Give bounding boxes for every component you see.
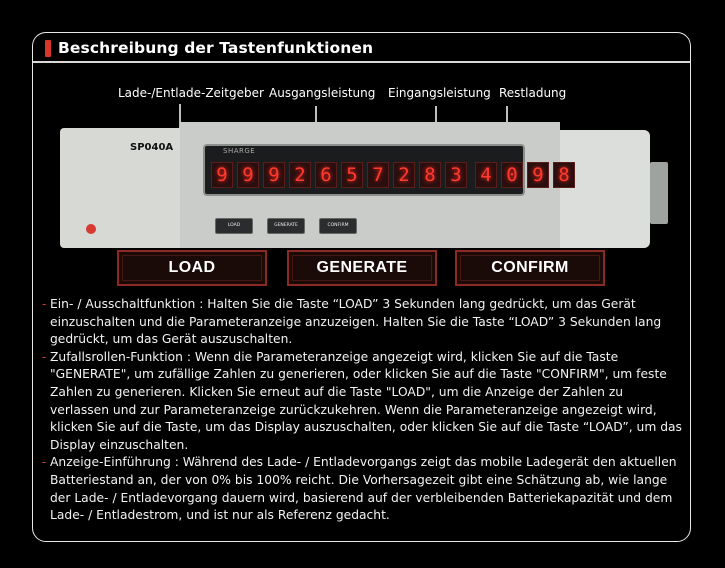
device-left-housing: SP040A	[60, 128, 180, 248]
display-digit: 9	[263, 162, 285, 188]
device-grip	[650, 162, 668, 224]
display-digit: 9	[527, 162, 549, 188]
header-divider	[33, 61, 690, 63]
display-digit: 8	[419, 162, 441, 188]
display-digit: 2	[289, 162, 311, 188]
description-text-display: Anzeige-Einführung : Während des Lade- /…	[50, 455, 677, 523]
device-display-tag: SHARGE	[223, 147, 256, 155]
display-digit: 4	[475, 162, 497, 188]
display-digit: 2	[393, 162, 415, 188]
display-digit: 3	[445, 162, 467, 188]
load-button-label: LOAD	[168, 259, 216, 276]
header: Beschreibung der Tastenfunktionen	[33, 33, 690, 63]
confirm-button[interactable]: CONFIRM	[455, 250, 605, 286]
description-item: -Anzeige-Einführung : Während des Lade- …	[42, 454, 682, 524]
display-digit: 8	[553, 162, 575, 188]
description-item: -Ein- / Ausschaltfunktion : Halten Sie d…	[42, 296, 682, 349]
bullet-dash: -	[42, 297, 47, 311]
device-button-row: LOAD GENERATE CONFIRM	[215, 218, 357, 234]
description-text-power: Ein- / Ausschaltfunktion : Halten Sie di…	[50, 297, 662, 347]
display-digit: 9	[237, 162, 259, 188]
bullet-dash: -	[42, 455, 47, 470]
confirm-button-label: CONFIRM	[491, 259, 569, 276]
display-digit: 5	[341, 162, 363, 188]
device-model-label: SP040A	[130, 142, 174, 153]
device-confirm-button: CONFIRM	[319, 218, 357, 234]
function-description: -Ein- / Ausschaltfunktion : Halten Sie d…	[42, 296, 682, 525]
bullet-dash: -	[42, 349, 47, 364]
device-right-housing	[560, 130, 650, 248]
description-text-random: Zufallsrollen-Funktion : Wenn die Parame…	[50, 349, 682, 452]
description-item: -Zufallsrollen-Funktion : Wenn die Param…	[42, 349, 682, 455]
generate-button[interactable]: GENERATE	[287, 250, 437, 286]
page-title: Beschreibung der Tastenfunktionen	[58, 39, 374, 57]
device-generate-button: GENERATE	[267, 218, 305, 234]
device-red-button-icon	[86, 224, 96, 234]
content-frame: Beschreibung der Tastenfunktionen	[32, 32, 691, 542]
display-digit: 6	[315, 162, 337, 188]
display-digit: 9	[211, 162, 233, 188]
generate-button-label: GENERATE	[316, 259, 408, 276]
device-load-button: LOAD	[215, 218, 253, 234]
display-digit: 0	[501, 162, 523, 188]
load-button[interactable]: LOAD	[117, 250, 267, 286]
header-accent-marker	[45, 39, 51, 57]
display-digit: 7	[367, 162, 389, 188]
